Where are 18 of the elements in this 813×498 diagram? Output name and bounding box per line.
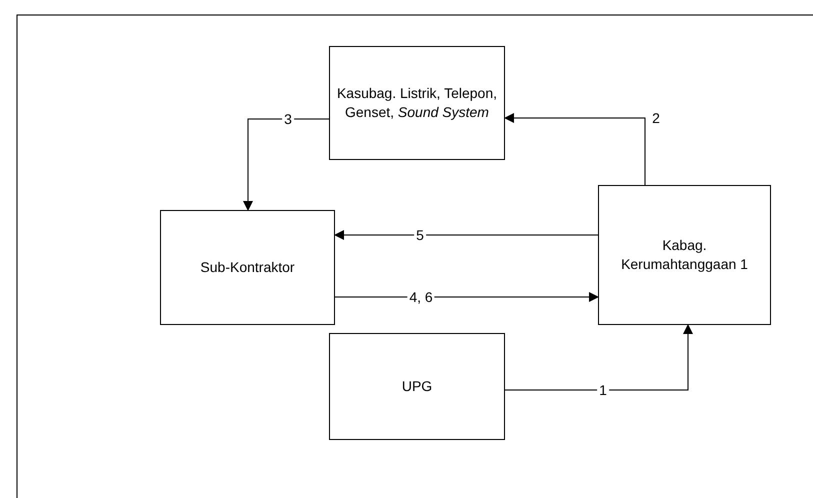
arrow [334, 230, 598, 240]
process-box [329, 333, 505, 440]
arrow [243, 118, 330, 211]
edge-label: 2 [650, 110, 662, 126]
box-label: Kabag. Kerumahtanggaan 1 [620, 236, 749, 274]
process-box [329, 46, 505, 160]
edge-label: 1 [597, 382, 609, 398]
process-box [598, 185, 771, 325]
arrow [334, 292, 599, 302]
edge-label: 4, 6 [407, 289, 435, 305]
edge-label: 3 [282, 111, 294, 127]
box-label: UPG [400, 377, 434, 396]
box-label: Sub-Kontraktor [199, 258, 296, 277]
edge-label: 5 [414, 227, 426, 243]
box-label: Kasubag. Listrik, Telepon, Genset, Sound System [336, 84, 498, 122]
arrow [504, 113, 646, 186]
arrow [504, 324, 693, 390]
process-box [160, 210, 335, 325]
